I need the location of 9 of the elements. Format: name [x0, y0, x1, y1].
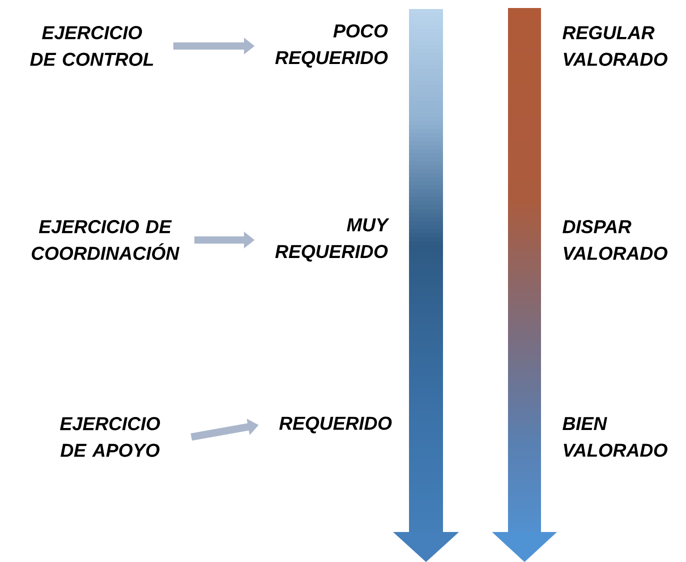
category-label: EJERCICIO DE CONTROL — [30, 26, 154, 66]
category-label: REQUERIDO — [279, 416, 392, 434]
rating-label: DISPAR VALORADO — [562, 220, 668, 260]
category-label: POCO REQUERIDO — [275, 24, 388, 68]
rating-label: REGULAR VALORADO — [562, 26, 668, 66]
category-label: EJERCICIO DE APOYO — [60, 417, 160, 457]
rating-label: BIEN VALORADO — [562, 417, 668, 457]
category-label: EJERCICIO DE COORDINACIÓN — [32, 220, 180, 260]
category-label: MUY REQUERIDO — [275, 218, 390, 262]
